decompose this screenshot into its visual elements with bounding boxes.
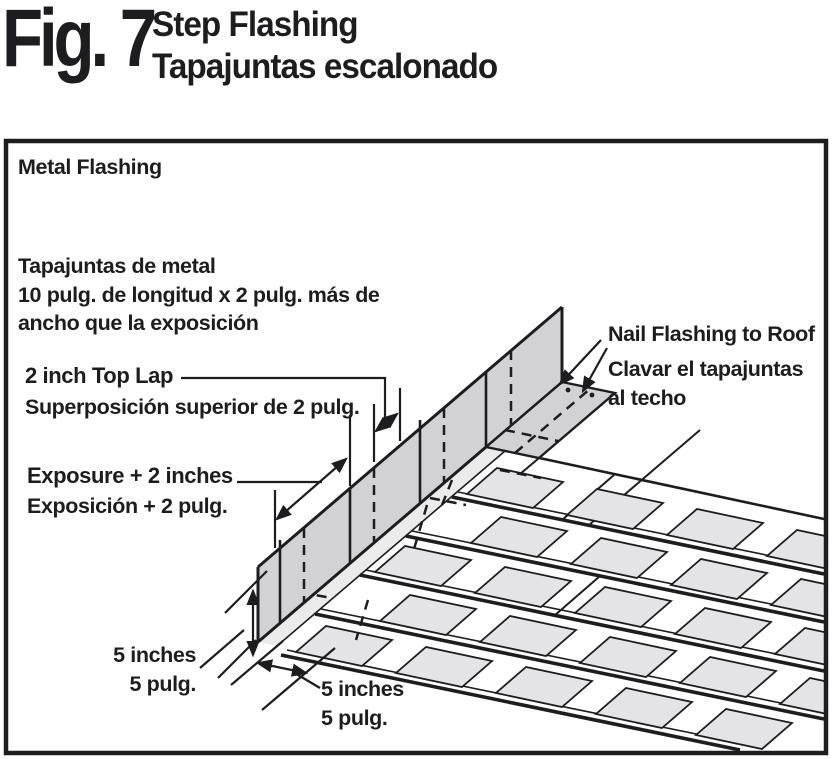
label-five-inches-horizontal-es: 5 pulg.	[321, 706, 388, 730]
label-exposure-en: Exposure + 2 inches	[27, 463, 233, 488]
label-exposure-es: Exposición + 2 pulg.	[27, 494, 228, 518]
figure-number: Fig. 7	[2, 0, 157, 84]
label-metal-flashing-es-line1: Tapajuntas de metal	[18, 254, 216, 278]
label-five-inches-vertical-en: 5 inches	[113, 643, 196, 667]
label-nail-flashing-es-line1: Clavar el tapajuntas	[608, 357, 804, 381]
label-metal-flashing: Metal Flashing	[18, 155, 162, 179]
label-five-inches-vertical-es: 5 pulg.	[129, 672, 197, 696]
label-five-inches-vertical: 5 inches 5 pulg.	[40, 641, 196, 699]
nail-dot	[565, 387, 571, 393]
label-nail-flashing-en: Nail Flashing to Roof	[608, 322, 815, 346]
hidden-flashing-dashed-lines	[299, 468, 542, 641]
label-nail-flashing-es-line2: al techo	[608, 385, 687, 410]
label-top-lap-en: 2 inch Top Lap	[25, 363, 173, 388]
figure-title: Step Flashing Tapajuntas escalonado	[152, 4, 498, 88]
label-metal-flashing-es-line2: 10 pulg. de longitud x 2 pulg. más de	[18, 282, 380, 307]
label-metal-flashing-spanish: Tapajuntas de metal 10 pulg. de longitud…	[18, 252, 380, 338]
nail-dot	[589, 392, 595, 398]
top-lap-dimension	[181, 376, 402, 462]
label-five-inches-horizontal: 5 inches 5 pulg.	[321, 675, 404, 733]
roof-deck	[258, 429, 825, 647]
figure-title-en: Step Flashing	[152, 5, 359, 44]
exposure-dimension	[237, 415, 352, 548]
label-metal-flashing-es-line3: ancho que la exposición	[18, 311, 259, 335]
five-inch-horizontal-dimension	[230, 640, 336, 711]
label-nail-flashing-es: Clavar el tapajuntas al techo	[608, 355, 804, 412]
nail-callout-arrows	[558, 339, 608, 394]
figure-title-es: Tapajuntas escalonado	[152, 47, 498, 86]
step-flashing-pieces	[256, 305, 618, 644]
label-top-lap-es: Superposición superior de 2 pulg.	[25, 395, 360, 419]
five-inch-vertical-dimension	[199, 570, 268, 679]
label-five-inches-horizontal-en: 5 inches	[321, 677, 404, 701]
